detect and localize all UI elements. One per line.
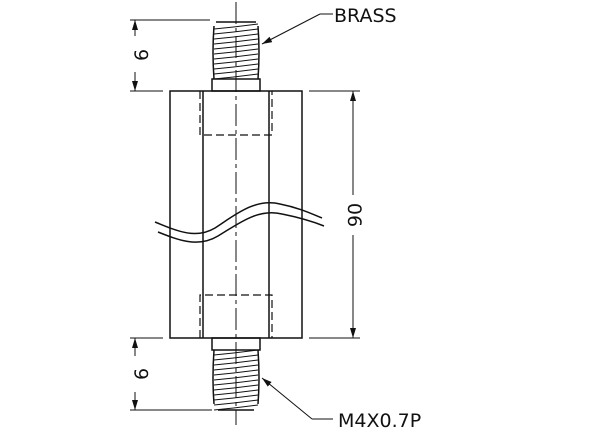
body-length-dimension: 90 — [309, 90, 367, 339]
body-length-value: 90 — [345, 203, 367, 227]
top-stud-dimension: 6 — [130, 19, 210, 92]
material-callout: BRASS — [261, 5, 397, 45]
thread-line — [213, 404, 259, 411]
thread-spec-label: M4X0.7P — [338, 410, 421, 432]
thread-line — [213, 63, 259, 70]
top-stud-dimension-value: 6 — [131, 49, 153, 61]
thread-line — [213, 58, 259, 65]
bottom-stud-dimension-value: 6 — [131, 368, 153, 380]
thread-callout: M4X0.7P — [261, 377, 421, 432]
bottom-thread-stud — [211, 337, 261, 411]
thread-line — [213, 369, 259, 376]
bottom-stud-dimension: 6 — [130, 337, 212, 411]
thread-line — [213, 364, 259, 371]
thread-line — [213, 23, 259, 30]
break-lines — [154, 202, 325, 243]
material-label: BRASS — [334, 5, 397, 27]
